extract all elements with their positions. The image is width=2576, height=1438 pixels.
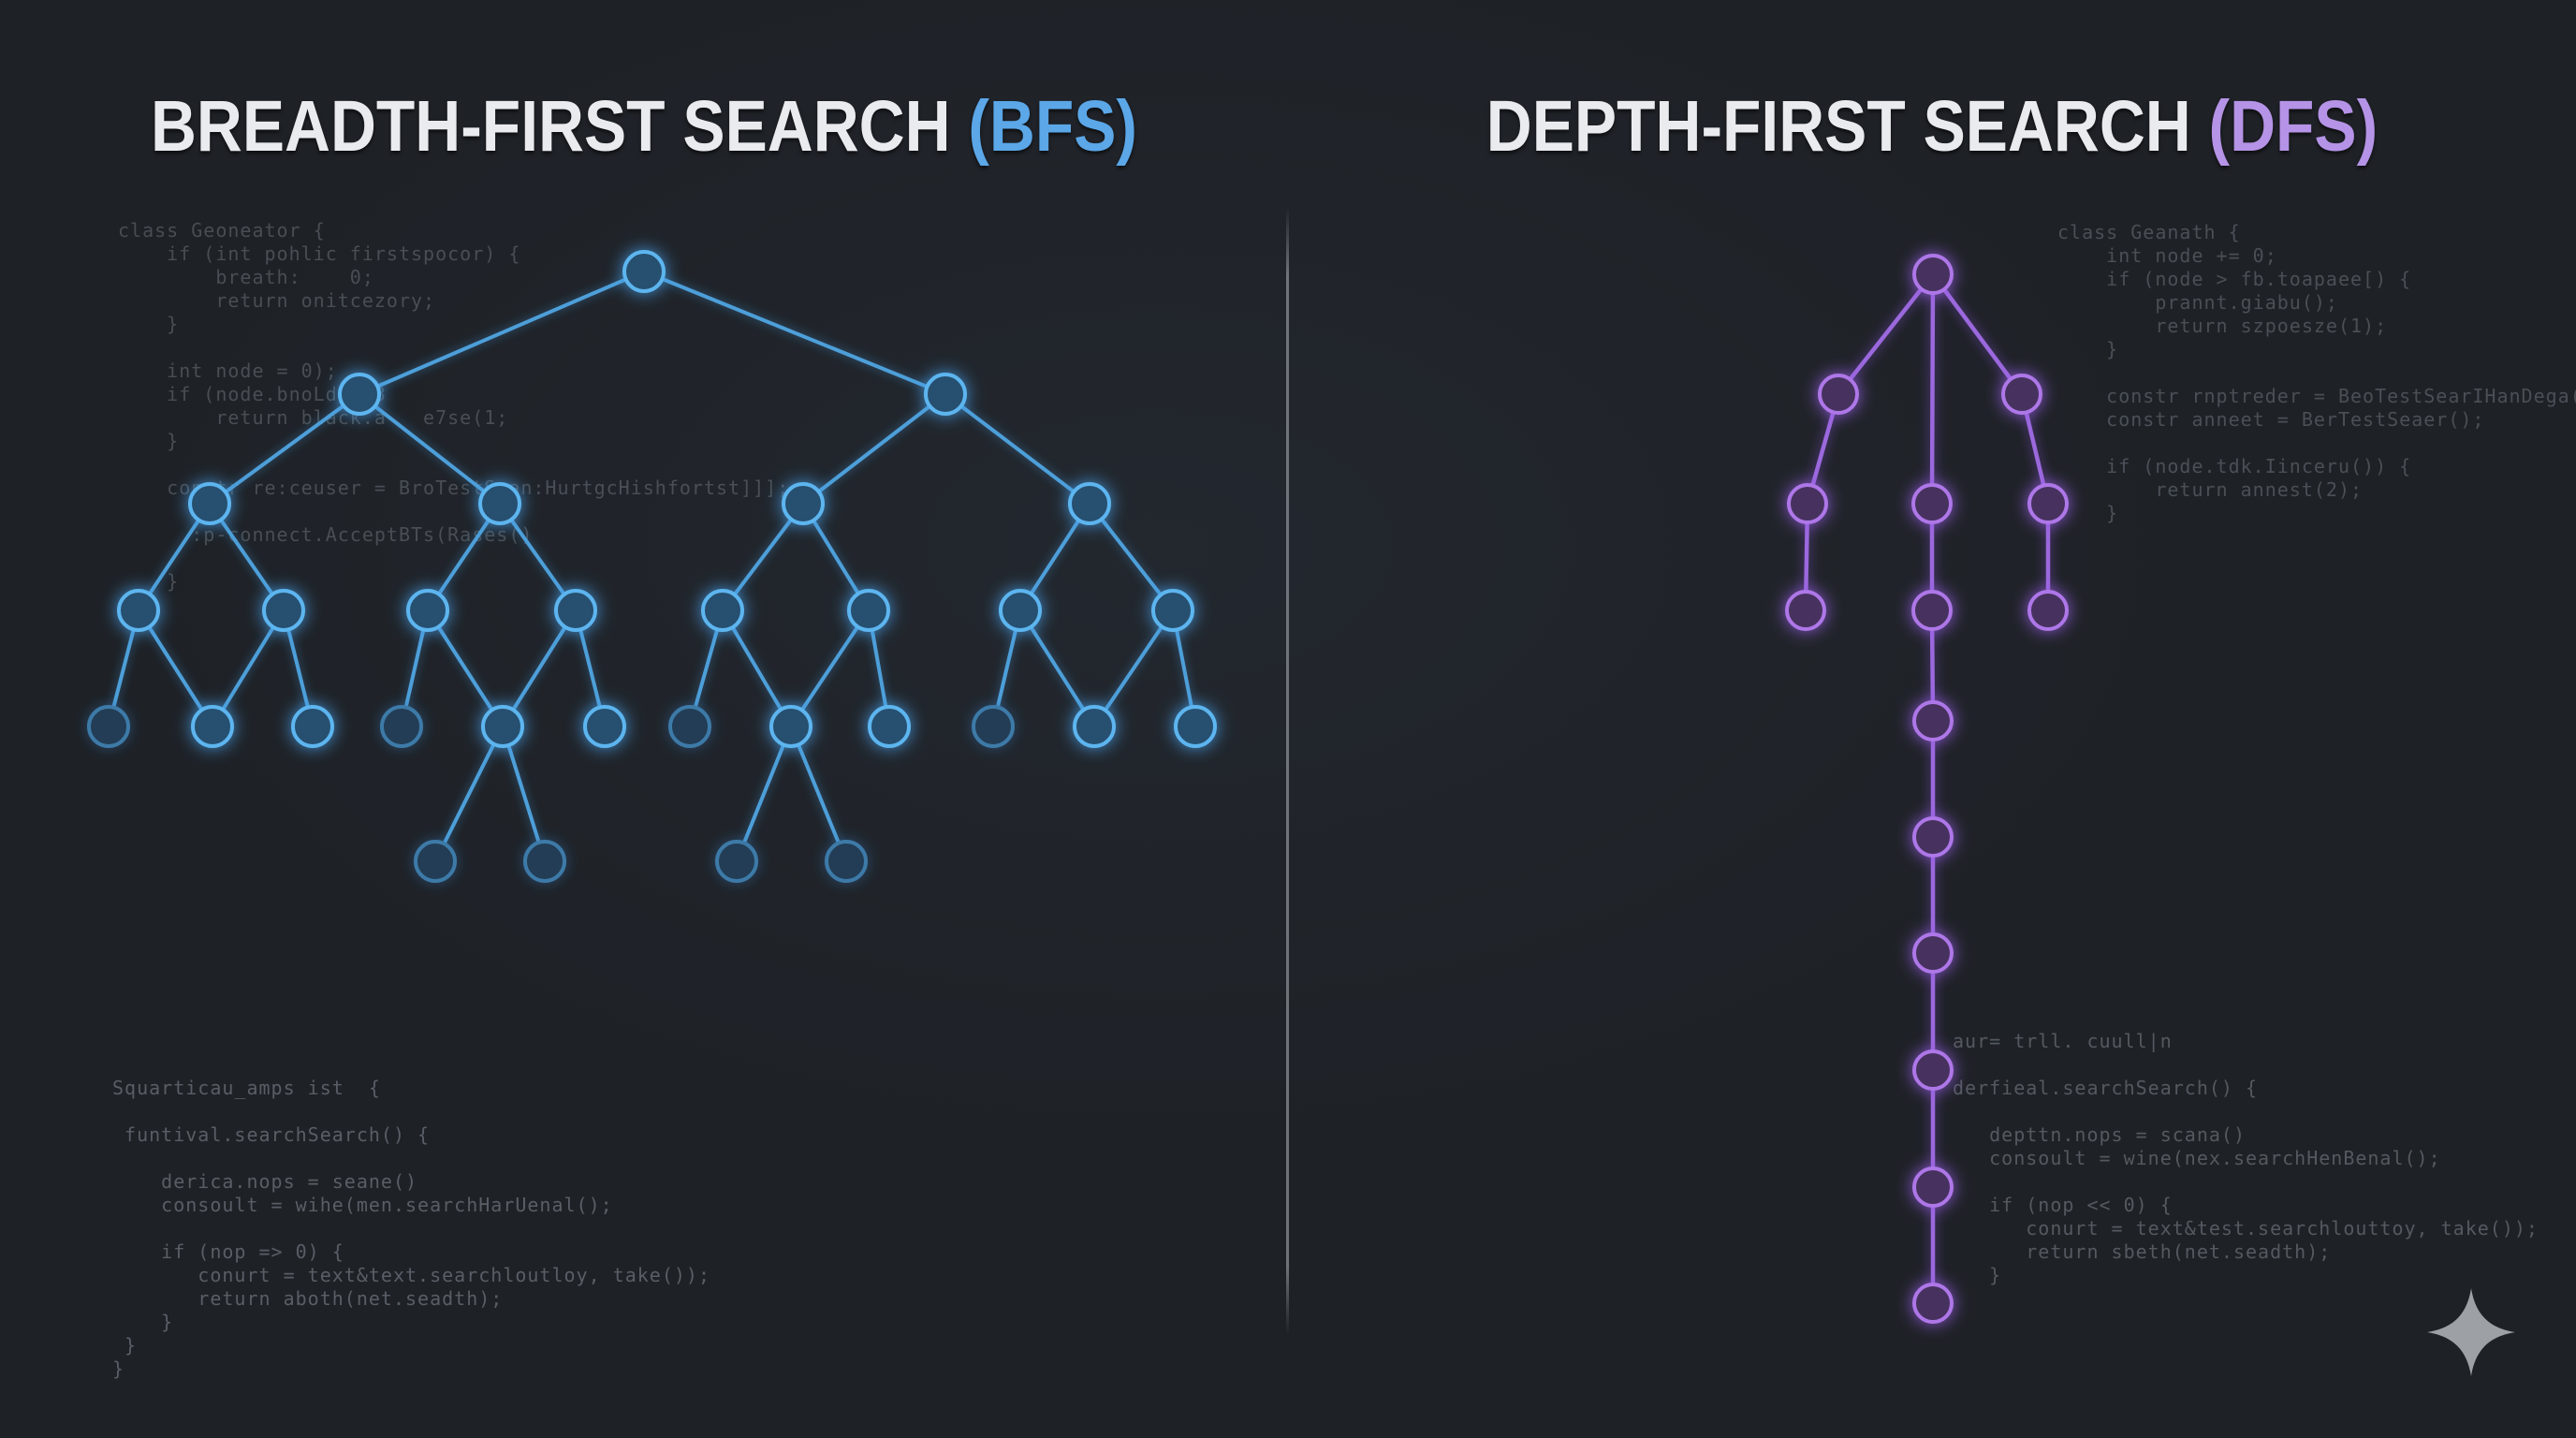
dfs-node <box>2027 483 2069 524</box>
bfs-node <box>668 705 711 748</box>
dfs-node <box>2027 590 2069 631</box>
bfs-title-accent: (BFS) <box>968 86 1137 167</box>
bfs-edge <box>721 609 793 728</box>
dfs-node <box>1785 590 1826 631</box>
dfs-node <box>1911 590 1953 631</box>
bfs-edge <box>498 502 578 612</box>
bfs-node <box>380 705 423 748</box>
bfs-tree <box>87 250 1217 883</box>
bfs-edge <box>721 502 805 612</box>
bfs-node <box>406 589 449 632</box>
dfs-edge <box>1929 271 1936 506</box>
bfs-edge <box>137 609 214 728</box>
dfs-tree <box>1785 254 2069 1324</box>
bfs-node <box>414 840 457 883</box>
bfs-node <box>1073 705 1116 748</box>
bfs-node <box>87 705 130 748</box>
bfs-edge <box>789 725 848 863</box>
dfs-node <box>1912 816 1954 858</box>
bfs-edge <box>501 609 578 728</box>
bfs-title-main: BREADTH-FIRST SEARCH <box>150 86 969 167</box>
bfs-node <box>715 840 758 883</box>
dfs-edge <box>1836 271 1936 397</box>
bfs-edge <box>1088 502 1175 612</box>
bfs-edge <box>789 609 871 728</box>
dfs-node <box>1912 932 1954 974</box>
bfs-edge <box>735 725 793 863</box>
bfs-node <box>847 589 890 632</box>
bfs-node <box>972 705 1015 748</box>
bfs-edge <box>358 270 646 396</box>
bfs-edge <box>426 609 505 728</box>
dfs-title: DEPTH-FIRST SEARCH (DFS) <box>1366 86 2499 167</box>
bfs-edge <box>208 502 285 612</box>
dfs-title-main: DEPTH-FIRST SEARCH <box>1486 86 2209 167</box>
bfs-title: BREADTH-FIRST SEARCH (BFS) <box>78 86 1211 167</box>
bfs-edge <box>358 392 502 506</box>
bfs-node <box>191 705 234 748</box>
bfs-node <box>554 589 597 632</box>
dfs-node <box>1912 1283 1954 1324</box>
sparkle-icon <box>2427 1288 2515 1376</box>
bfs-node <box>188 482 231 525</box>
bfs-node <box>999 589 1042 632</box>
bfs-edge <box>501 725 547 863</box>
bfs-node <box>291 705 334 748</box>
dfs-node <box>1912 700 1954 741</box>
panel-divider <box>1286 208 1289 1335</box>
bfs-node <box>622 250 666 293</box>
dfs-edge <box>1930 271 2025 397</box>
dfs-node <box>1911 483 1953 524</box>
bfs-node <box>701 589 744 632</box>
dfs-edges <box>1803 271 2051 1306</box>
dfs-node <box>1818 374 1859 415</box>
dfs-node <box>1787 483 1828 524</box>
bfs-node <box>1068 482 1111 525</box>
bfs-edge <box>1092 609 1175 728</box>
bfs-edge <box>208 392 361 506</box>
bfs-edge <box>1018 609 1096 728</box>
bfs-node <box>523 840 566 883</box>
bfs-node <box>825 840 868 883</box>
bfs-edge <box>642 270 947 396</box>
bfs-node <box>117 589 160 632</box>
bfs-edge <box>801 392 947 506</box>
bfs-edge <box>433 725 505 863</box>
bfs-node <box>478 482 521 525</box>
dfs-title-accent: (DFS) <box>2208 86 2378 167</box>
dfs-node <box>1912 1049 1954 1091</box>
dfs-node <box>1912 1167 1954 1208</box>
dfs-node <box>2001 374 2042 415</box>
bfs-node <box>481 705 524 748</box>
bfs-node <box>262 589 305 632</box>
bfs-node <box>924 373 967 416</box>
bfs-node <box>1151 589 1194 632</box>
bfs-edge <box>944 392 1091 506</box>
bfs-node <box>782 482 825 525</box>
dfs-node <box>1912 254 1954 295</box>
bfs-node <box>1174 705 1217 748</box>
bfs-edge <box>211 609 285 728</box>
bfs-node <box>338 373 381 416</box>
bfs-node <box>583 705 626 748</box>
bfs-edges <box>107 270 1197 863</box>
bfs-node <box>769 705 812 748</box>
bfs-node <box>868 705 911 748</box>
